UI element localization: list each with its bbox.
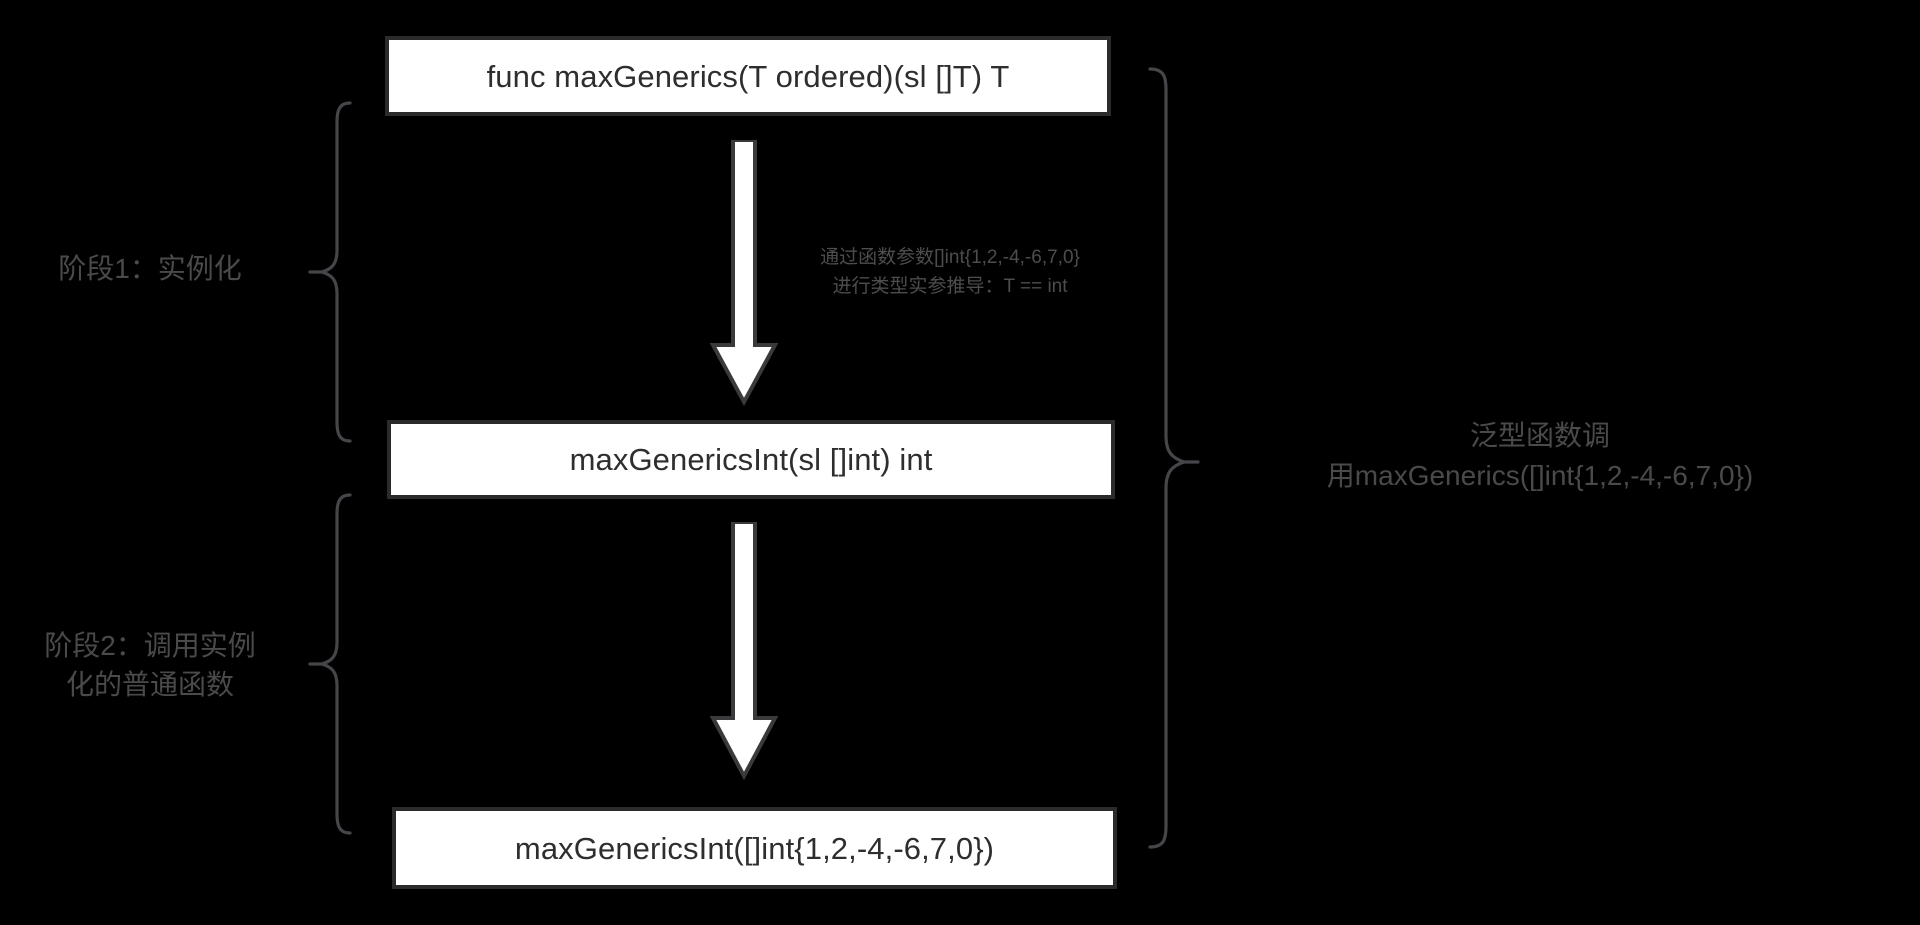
label-stage1-line-1: 阶段1：实例化 (58, 253, 242, 284)
arrow-instantiation-icon (709, 140, 779, 407)
brace-stage2-icon (308, 493, 352, 835)
label-stage2-line-1: 阶段2：调用实例 (44, 630, 256, 661)
label-stage2-line-2: 化的普通函数 (65, 668, 234, 700)
node-generic-function-label: func maxGenerics(T ordered)(sl []T) T (486, 58, 1010, 94)
node-function-call[interactable]: maxGenericsInt([]int{1,2,-4,-6,7,0}) (392, 807, 1117, 889)
label-overall-generic-call: 泛型函数调 用maxGenerics([]int{1,2,-4,-6,7,0}) (1230, 416, 1850, 496)
label-stage1: 阶段1：实例化 (0, 250, 300, 289)
brace-overall-icon (1148, 67, 1200, 849)
label-overall-line-1: 泛型函数调 (1469, 420, 1610, 451)
label-stage2: 阶段2：调用实例 化的普通函数 (0, 627, 300, 704)
node-function-call-label: maxGenericsInt([]int{1,2,-4,-6,7,0}) (514, 830, 995, 866)
annotation-type-inference: 通过函数参数[]int{1,2,-4,-6,7,0} 进行类型实参推导：T ==… (760, 244, 1140, 301)
arrow-invocation-icon (709, 522, 779, 781)
annotation-type-inference-line-1: 通过函数参数[]int{1,2,-4,-6,7,0} (820, 247, 1080, 268)
brace-stage1-icon (308, 101, 352, 443)
label-overall-line-2: 用maxGenerics([]int{1,2,-4,-6,7,0}) (1326, 459, 1754, 491)
node-instantiated-function-label: maxGenericsInt(sl []int) int (569, 442, 933, 477)
node-instantiated-function[interactable]: maxGenericsInt(sl []int) int (387, 420, 1115, 499)
node-generic-function-declaration[interactable]: func maxGenerics(T ordered)(sl []T) T (385, 36, 1111, 116)
annotation-type-inference-line-2: 进行类型实参推导：T == int (832, 275, 1068, 297)
